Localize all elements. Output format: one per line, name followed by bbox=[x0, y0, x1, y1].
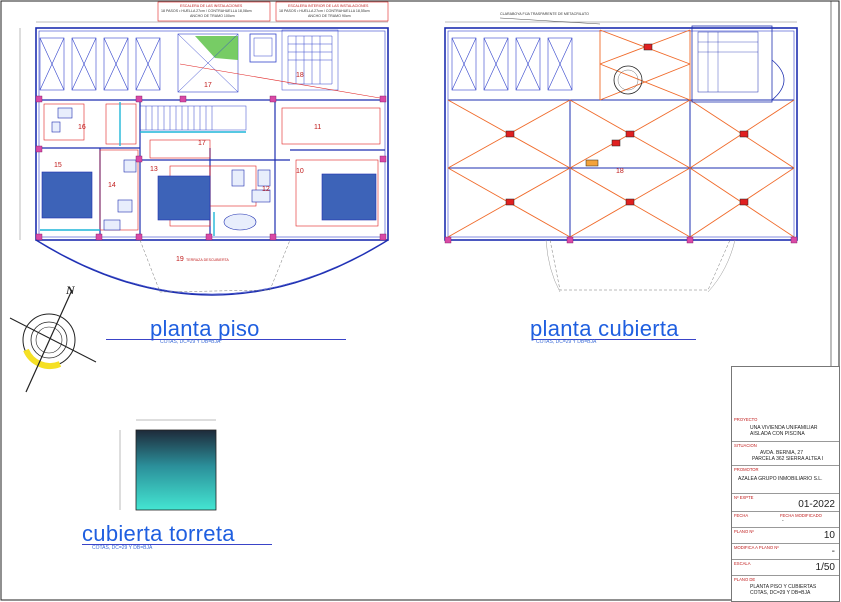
planta-piso-subtitle: COTAS, DC=29 Y DB=BJA bbox=[160, 339, 221, 345]
planta-piso-underline bbox=[106, 339, 346, 340]
tb-promotor-label: PROMOTOR bbox=[734, 467, 759, 472]
cub-skylight bbox=[613, 65, 643, 95]
tb-modifica: - bbox=[831, 546, 835, 557]
cub-top-windows bbox=[451, 37, 573, 91]
piso-stair-upper bbox=[281, 29, 339, 91]
room-label-16: 16 bbox=[78, 124, 86, 131]
tb-fecha-mod: - bbox=[782, 518, 784, 524]
stair-note-box-1 bbox=[157, 1, 271, 22]
planta-cubierta-title: planta cubierta bbox=[530, 316, 679, 341]
room-label-18-roof: 18 bbox=[616, 168, 624, 175]
piso-pillars bbox=[35, 95, 387, 241]
piso-cyan-details bbox=[40, 102, 246, 236]
torreta-plan bbox=[119, 419, 217, 511]
tb-escala-label: ESCALA bbox=[734, 561, 751, 566]
piso-terrace-curve bbox=[35, 239, 389, 296]
stair-note-2-line1: ESCALERA INTERIOR DE LAS INSTALACIONES bbox=[288, 4, 369, 8]
planta-cubierta-underline bbox=[532, 339, 696, 340]
room-label-18: 18 bbox=[296, 72, 304, 79]
tb-situacion-label: SITUACION bbox=[734, 443, 757, 448]
stair-note-box-2 bbox=[275, 1, 389, 22]
north-label: N bbox=[66, 283, 75, 297]
tb-expte: 01-2022 bbox=[798, 499, 835, 510]
tb-escala: 1/50 bbox=[815, 562, 835, 573]
tb-modifica-label: MODIFICA A PLANO Nº bbox=[734, 545, 779, 550]
cubierta-torreta-underline bbox=[82, 544, 272, 545]
tb-proyecto-line2: AISLADA CON PISCINA bbox=[750, 431, 805, 437]
planta-piso-title: planta piso bbox=[150, 316, 260, 341]
tb-proyecto-line1: UNA VIVIENDA UNIFAMILIAR bbox=[750, 425, 818, 431]
room-label-19: 19 bbox=[176, 256, 184, 263]
tb-plano-label: PLANO Nº bbox=[734, 529, 754, 534]
piso-lift bbox=[249, 33, 277, 63]
room-label-14: 14 bbox=[108, 182, 116, 189]
piso-patio bbox=[177, 33, 239, 93]
room-label-17: 17 bbox=[204, 82, 212, 89]
tb-promotor: AZALEA GRUPO INMOBILIARIO S.L. bbox=[738, 476, 823, 482]
tb-fecha-label: FECHA bbox=[734, 513, 749, 518]
stair-note-2-line2: 18 PASOS • HUELLA 27cm / CONTRAHUELLA 18… bbox=[279, 9, 370, 13]
skylight-note: CLARABOYA FIJA TRASPARENTE DE METACRILAT… bbox=[500, 12, 589, 16]
tb-expte-label: Nº EXPTE bbox=[734, 495, 754, 500]
room-label-11: 11 bbox=[314, 124, 322, 131]
stair-note-1-line3: ANCHO DE TRAMO 100cm bbox=[190, 14, 235, 18]
tb-fecha-mod-label: FECHA MODIFICADO bbox=[780, 513, 822, 518]
cubierta-torreta-title: cubierta torreta bbox=[82, 521, 235, 546]
room-label-15: 15 bbox=[54, 162, 62, 169]
planta-cubierta-subtitle: COTAS, DC=29 Y DB=BJA bbox=[536, 339, 597, 345]
tb-plano-de-label: PLANO DE bbox=[734, 577, 756, 582]
cub-drains bbox=[505, 43, 749, 206]
planta-piso-plan bbox=[19, 1, 389, 296]
cub-torreta-stair bbox=[691, 25, 773, 103]
room-label-13: 13 bbox=[150, 166, 158, 173]
piso-stair-corridor bbox=[139, 105, 247, 131]
cub-terrace-dashed bbox=[549, 239, 731, 291]
cub-outer bbox=[444, 27, 798, 241]
tb-proyecto-label: PROYECTO bbox=[734, 417, 758, 422]
north-arrow-symbol bbox=[9, 289, 97, 393]
room-label-12: 12 bbox=[262, 186, 270, 193]
bed-room-10 bbox=[321, 173, 377, 221]
cubierta-torreta-subtitle: COTAS, DC=29 Y DB=BJA bbox=[92, 545, 153, 551]
piso-patio-plants bbox=[195, 36, 238, 60]
tb-plano: 10 bbox=[823, 530, 835, 541]
piso-terrace-dashed bbox=[139, 239, 291, 293]
piso-sanitary bbox=[51, 107, 271, 231]
room-label-19-name: TERRAZA DESCUBIERTA bbox=[186, 258, 229, 262]
planta-cubierta-plan bbox=[444, 17, 798, 293]
stair-note-1-line1: ESCALERA DE LAS INSTALACIONES bbox=[180, 4, 243, 8]
tb-situacion-line2: PARCELA 362 SIERRA ALTEA I bbox=[752, 456, 824, 462]
cub-pillars bbox=[444, 236, 798, 244]
tb-plano-de-line1: PLANTA PISO Y CUBIERTAS bbox=[750, 584, 817, 590]
tb-plano-de-line2: COTAS, DC=29 Y DB=BJA bbox=[750, 590, 811, 596]
room-label-10: 10 bbox=[296, 168, 304, 175]
stair-note-1-line2: 18 PASOS • HUELLA 27cm / CONTRAHUELLA 18… bbox=[161, 9, 252, 13]
title-block: PROYECTO UNA VIVIENDA UNIFAMILIAR AISLAD… bbox=[731, 366, 840, 602]
bed-room-13 bbox=[157, 175, 211, 221]
stair-note-2-line3: ANCHO DE TRAMO 90cm bbox=[308, 14, 351, 18]
room-label-17b: 17 bbox=[198, 140, 206, 147]
bed-room-15 bbox=[41, 171, 93, 219]
piso-top-windows bbox=[39, 37, 161, 91]
tb-situacion-line1: AVDA. BERNIA, 27 bbox=[760, 450, 803, 456]
